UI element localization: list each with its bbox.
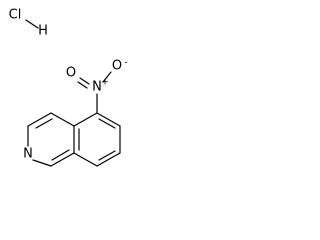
n-o-single-bond	[102, 71, 112, 83]
nitro-nitrogen-positive-charge: +	[101, 78, 109, 88]
n-o-double-bond-b	[77, 81, 88, 89]
n-o-double-bond-a	[79, 77, 90, 85]
nitro-nitrogen-label: N	[92, 80, 102, 95]
ring-double-c7-c8	[98, 150, 116, 161]
oxygen-left-label: O	[66, 66, 76, 81]
molecule-drawing: Cl H O - N + O N	[9, 8, 128, 167]
ring-nitrogen-label: N	[23, 147, 33, 162]
ring-bond-c7-c8	[96, 152, 121, 167]
ring-bond-c8-c8a	[73, 152, 98, 167]
structure-canvas: Cl H O - N + O N	[0, 0, 158, 212]
h-cl-bond	[25, 19, 39, 29]
ring-double-c1-c8a	[51, 149, 70, 161]
chlorine-atom-label: Cl	[9, 8, 22, 23]
ring-bond-c4a-c5	[73, 112, 98, 127]
ring-bond-c4a-c4	[50, 112, 75, 127]
ring-bond-n2-c1	[32, 159, 52, 167]
hydrogen-atom-label: H	[38, 24, 48, 39]
oxygen-top-label: O	[112, 59, 122, 74]
ring-bond-c1-c8a	[50, 152, 75, 167]
oxygen-negative-charge: -	[124, 58, 127, 68]
ring-bond-c4-c3	[27, 112, 52, 127]
ring-double-c5-c6	[98, 118, 116, 129]
ring-double-c4-c3	[35, 118, 53, 129]
ring-bond-c5-c6	[96, 112, 121, 127]
